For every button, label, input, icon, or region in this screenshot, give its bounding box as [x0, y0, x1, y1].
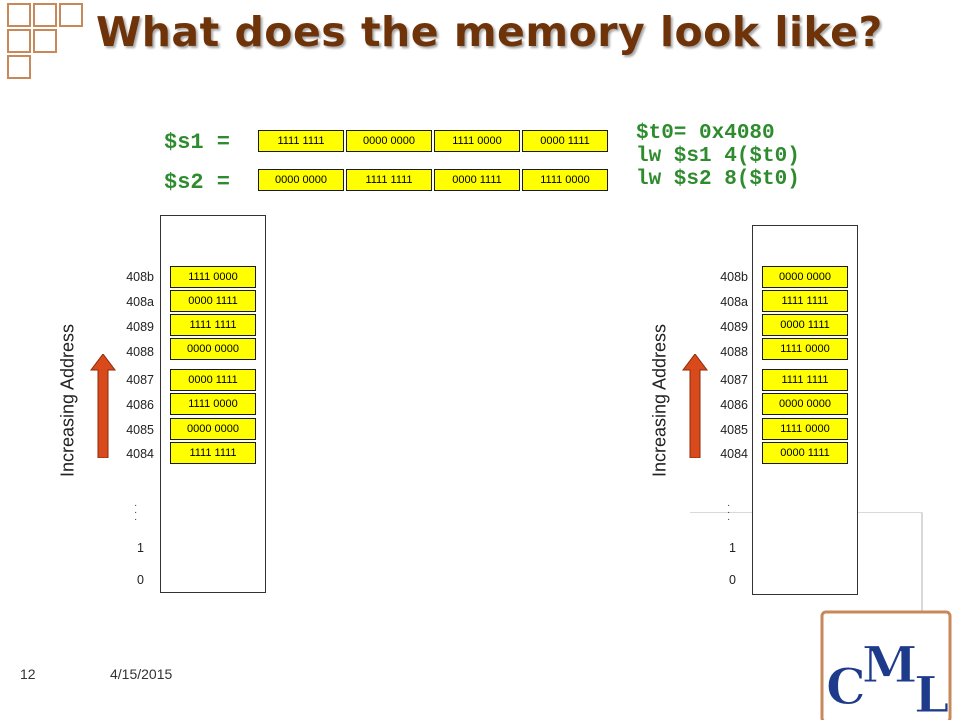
register-s1-label: $s1 = — [164, 130, 231, 155]
memory-cell: 0000 1111 — [170, 290, 256, 312]
memory-cell: 1111 0000 — [762, 338, 848, 360]
up-arrow-icon — [90, 354, 116, 458]
svg-text:L: L — [914, 665, 949, 720]
memory-cell: 0000 0000 — [170, 338, 256, 360]
register-byte: 0000 1111 — [522, 130, 608, 152]
address-label: 408a — [720, 295, 748, 309]
page-title: What does the memory look like? — [96, 8, 883, 56]
axis-label-left: Increasing Address — [57, 323, 78, 478]
code-line: lw $s1 4($t0) — [636, 145, 800, 168]
axis-label-right: Increasing Address — [649, 323, 670, 478]
register-s2: 0000 0000 1111 1111 0000 1111 1111 0000 — [258, 169, 610, 191]
corner-decoration — [7, 3, 83, 79]
register-byte: 0000 0000 — [346, 130, 432, 152]
address-label: 4087 — [126, 373, 154, 387]
code-block: $t0= 0x4080 lw $s1 4($t0) lw $s2 8($t0) — [636, 122, 800, 191]
memory-cell: 1111 0000 — [762, 418, 848, 440]
memory-cell: 0000 0000 — [170, 418, 256, 440]
address-label: 4088 — [720, 345, 748, 359]
register-byte: 0000 1111 — [434, 169, 520, 191]
memory-cell: 1111 0000 — [170, 393, 256, 415]
address-label: 4086 — [720, 398, 748, 412]
memory-cell: 0000 1111 — [762, 314, 848, 336]
address-label: 4088 — [126, 345, 154, 359]
memory-cell: 0000 0000 — [762, 266, 848, 288]
slide-number: 12 — [20, 666, 36, 682]
address-label: 408b — [126, 270, 154, 284]
address-label: 4089 — [720, 320, 748, 334]
svg-text:C: C — [826, 657, 866, 716]
memory-cell: 0000 0000 — [762, 393, 848, 415]
address-label: 4085 — [126, 423, 154, 437]
up-arrow-icon — [682, 354, 708, 458]
register-s1: 1111 1111 0000 0000 1111 0000 0000 1111 — [258, 130, 610, 152]
memory-cell: 0000 1111 — [170, 369, 256, 391]
address-label: 4089 — [126, 320, 154, 334]
address-label: 1 — [729, 541, 736, 555]
memory-cell: 0000 1111 — [762, 442, 848, 464]
register-byte: 0000 0000 — [258, 169, 344, 191]
memory-cell: 1111 1111 — [170, 442, 256, 464]
code-line: $t0= 0x4080 — [636, 122, 775, 145]
register-byte: 1111 1111 — [346, 169, 432, 191]
frame-decoration — [690, 512, 952, 720]
address-label: 1 — [137, 541, 144, 555]
ellipsis-dots: ··· — [134, 500, 138, 525]
address-label: 0 — [137, 573, 144, 587]
code-line: lw $s2 8($t0) — [636, 168, 800, 191]
address-label: 4084 — [720, 447, 748, 461]
address-label: 0 — [729, 573, 736, 587]
address-label: 4085 — [720, 423, 748, 437]
svg-text:M: M — [862, 636, 917, 694]
cml-logo: C M L — [826, 636, 950, 720]
address-label: 4086 — [126, 398, 154, 412]
slide-date: 4/15/2015 — [110, 666, 173, 682]
memory-cell: 1111 1111 — [762, 290, 848, 312]
address-label: 408b — [720, 270, 748, 284]
memory-cell: 1111 0000 — [170, 266, 256, 288]
register-byte: 1111 1111 — [258, 130, 344, 152]
register-s2-label: $s2 = — [164, 170, 231, 195]
memory-cell: 1111 1111 — [762, 369, 848, 391]
address-label: 4087 — [720, 373, 748, 387]
memory-cell: 1111 1111 — [170, 314, 256, 336]
address-label: 408a — [126, 295, 154, 309]
ellipsis-dots: ··· — [727, 500, 731, 525]
address-label: 4084 — [126, 447, 154, 461]
register-byte: 1111 0000 — [522, 169, 608, 191]
register-byte: 1111 0000 — [434, 130, 520, 152]
